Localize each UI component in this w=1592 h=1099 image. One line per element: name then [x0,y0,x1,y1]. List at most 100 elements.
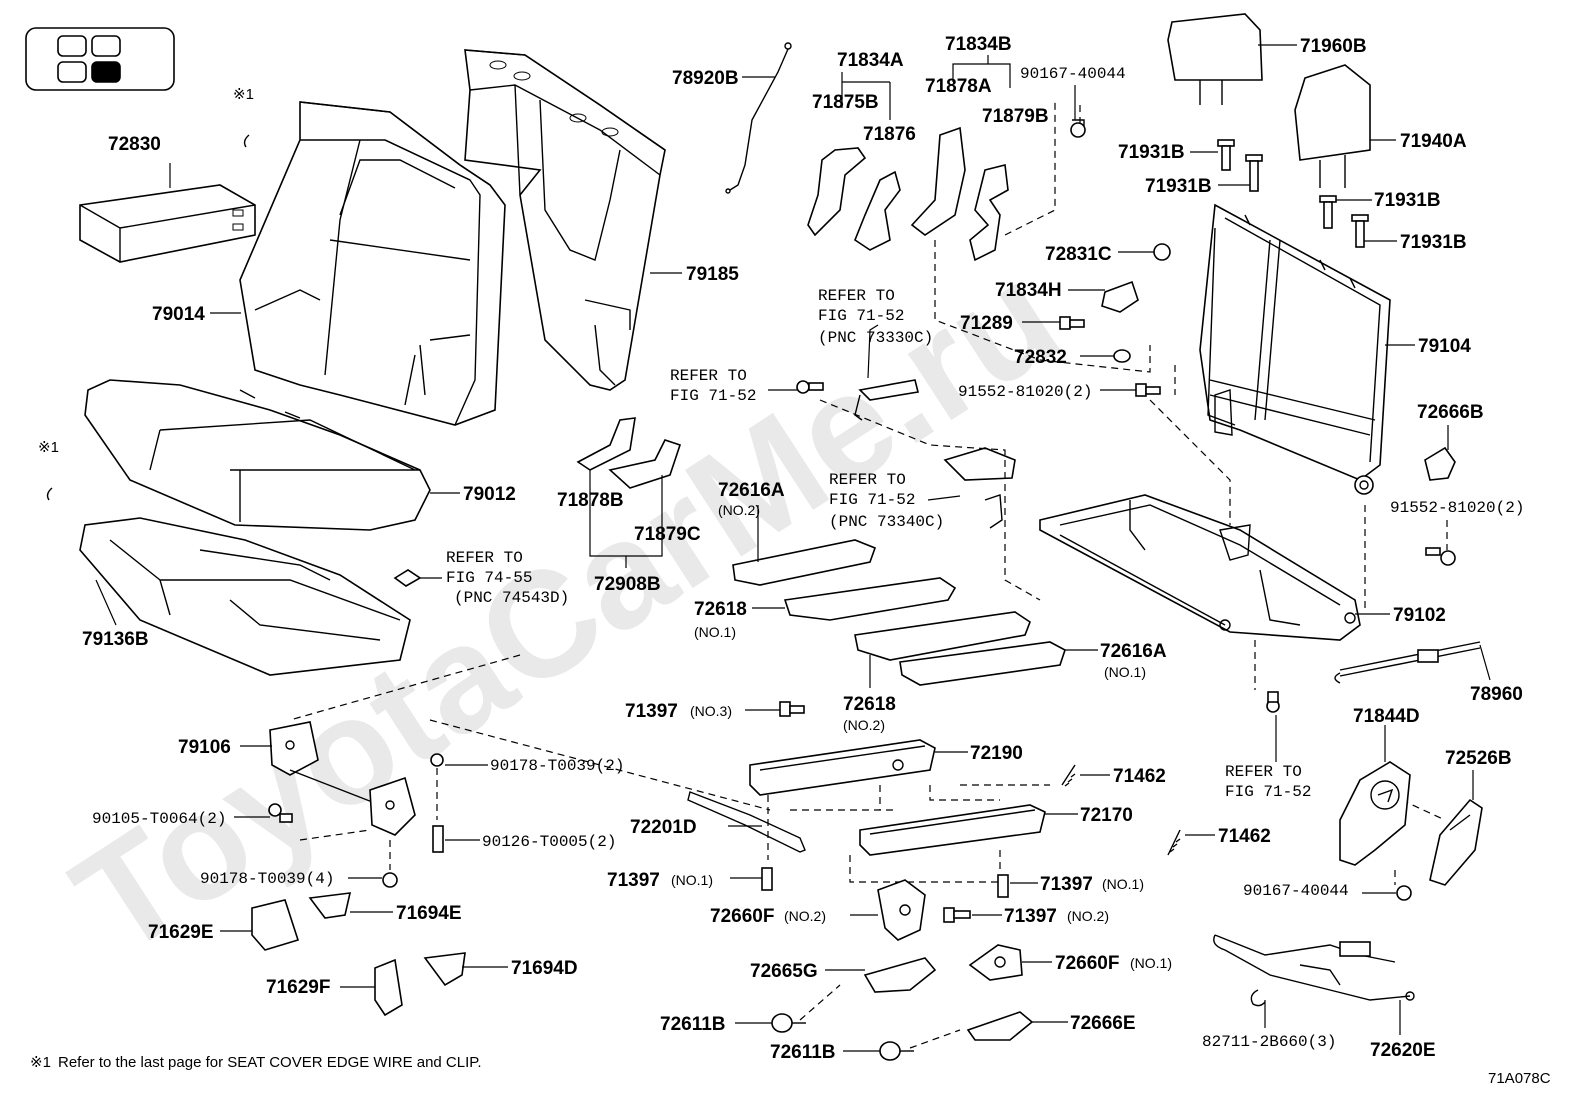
label-79104: 79104 [1418,336,1471,357]
bolt-91552-81020-b[interactable] [1425,547,1456,566]
part-72665G-cover[interactable] [863,957,937,993]
nut-90178-T0039-a[interactable] [430,753,444,767]
footnote-text: Refer to the last page for SEAT COVER ED… [58,1054,482,1071]
part-71694D-cover[interactable] [423,952,466,987]
ref-fig-71-52-c-line3: (PNC 73340C) [829,513,944,531]
bolt-71397-no3[interactable] [779,701,805,717]
part-71629E-cover[interactable] [251,899,300,951]
label-72616A-no2: 72616A [718,480,785,501]
part-72831C-nut[interactable] [1153,243,1171,261]
part-79185-seatback-pad[interactable] [464,49,666,391]
label-78960: 78960 [1470,684,1523,705]
part-72660F-no1-lock[interactable] [968,944,1023,981]
label-72616A-no1-sub: (NO.1) [1104,664,1146,680]
bolt-71397-no2[interactable] [943,907,971,923]
part-72170-seat-track[interactable] [859,804,1046,856]
part-71875B-cover[interactable] [807,147,867,237]
ref-fig-71-52-d-line1: REFER TO [1225,763,1302,781]
part-72616A-no1-cover[interactable] [899,641,1066,686]
part-78960-strap[interactable] [1334,641,1481,684]
label-72660F-no2-sub: (NO.2) [784,908,826,924]
clip-72611B-a[interactable] [771,1013,806,1033]
bolt-90105-T0064[interactable] [268,803,293,823]
bolt-90167-40044-bottom[interactable] [1396,885,1412,901]
part-71960B-headrest[interactable] [1167,13,1263,105]
label-71931B-4: 71931B [1400,232,1467,253]
label-71878A: 71878A [925,76,992,97]
label-78920B: 78920B [672,68,739,89]
bolt-71397-no1-b[interactable] [997,874,1009,898]
clip-72611B-b[interactable] [879,1041,914,1061]
part-71879B-cover[interactable] [969,164,1009,262]
label-82711-2B660: 82711-2B660(3) [1202,1033,1336,1051]
part-ref-73340C-belt-buckle[interactable] [943,447,1016,529]
label-72618-no1-sub: (NO.1) [694,624,736,640]
part-72526B-cover[interactable] [1429,798,1483,886]
label-71875B: 71875B [812,92,879,113]
label-72620E: 72620E [1370,1040,1436,1061]
label-72611B-a: 72611B [660,1014,726,1035]
part-72666B-bracket[interactable] [1424,446,1456,481]
label-72660F-no1-sub: (NO.1) [1130,955,1172,971]
bolt-ref-fig-71-52-b[interactable] [796,380,824,394]
part-71462-spring-a[interactable] [1061,764,1076,787]
ref-fig-74-55-line3: (PNC 74543D) [454,589,569,607]
bolt-ref-fig-71-52-d[interactable] [1266,691,1280,713]
stud-90126-T0005[interactable] [432,825,444,853]
part-71462-spring-b[interactable] [1167,829,1181,856]
label-72665G: 72665G [750,961,818,982]
part-72201D-rod[interactable] [687,791,806,853]
part-78920B-cable[interactable] [725,42,792,194]
ref-mark-2: ※1 [38,439,59,456]
part-72620E-wire-harness[interactable] [1213,934,1415,1001]
label-72526B: 72526B [1445,748,1512,769]
nut-90178-T0039-b[interactable] [382,872,398,888]
part-72832-washer[interactable] [1113,349,1131,363]
part-79104-seatback-frame[interactable] [1199,203,1391,495]
bolt-90167-40044-top[interactable] [1070,119,1086,138]
part-71878A-cover[interactable] [910,126,966,236]
part-79136B-cushion-pad[interactable] [79,517,411,676]
label-71834B: 71834B [945,34,1012,55]
part-71629F-cover[interactable] [374,958,403,1017]
clip-82711-2B660[interactable] [1250,989,1266,1007]
part-72618-no2-cover[interactable] [854,611,1031,661]
part-72616A-no2-cover[interactable] [732,539,877,586]
label-79014: 79014 [152,304,205,325]
part-ref-73330C-belt-buckle[interactable] [854,379,919,421]
part-71694E-cover[interactable] [308,892,352,919]
part-72190-seat-track[interactable] [749,739,936,796]
label-91552-81020-b: 91552-81020(2) [1390,499,1524,517]
part-79102-cushion-frame[interactable] [1039,494,1361,641]
footnote-mark: ※1 [30,1054,51,1071]
part-71878B-bracket[interactable] [576,417,636,471]
label-90167-40044-top: 90167-40044 [1020,65,1126,83]
part-71931B-guide-4[interactable] [1351,214,1369,248]
part-71289-bolt[interactable] [1059,316,1085,330]
part-72666E-cover[interactable] [966,1011,1034,1041]
part-71931B-guide-2[interactable] [1245,154,1263,192]
part-71834H-cover[interactable] [1101,280,1139,313]
part-71876-cover[interactable] [854,170,901,251]
part-72830-armrest-box[interactable] [79,184,256,263]
part-79012-cushion-cover[interactable] [84,379,431,531]
ref-fig-71-52-a-line3: (PNC 73330C) [818,329,933,347]
label-71629E: 71629E [148,922,214,943]
part-72618-no1-cover[interactable] [783,577,957,621]
label-71844D: 71844D [1353,706,1420,727]
label-71940A: 71940A [1400,131,1467,152]
part-72660F-no2-lock[interactable] [877,879,926,941]
label-72666E: 72666E [1070,1013,1136,1034]
part-71931B-guide-1[interactable] [1217,139,1235,171]
part-79014-seatback-cover[interactable] [239,101,506,426]
part-71844D-cover[interactable] [1339,761,1411,866]
part-71940A-headrest[interactable] [1294,64,1371,188]
part-79106-hinge-assembly[interactable] [269,721,416,836]
ref-fig-71-52-c-line1: REFER TO [829,471,906,489]
label-90178-T0039-2: 90178-T0039(2) [490,757,624,775]
part-71931B-guide-3[interactable] [1319,195,1337,229]
ref-fig-71-52-c-line2: FIG 71-52 [829,491,915,509]
bolt-71397-no1-a[interactable] [761,867,773,891]
bolt-91552-81020-a[interactable] [1135,383,1161,397]
